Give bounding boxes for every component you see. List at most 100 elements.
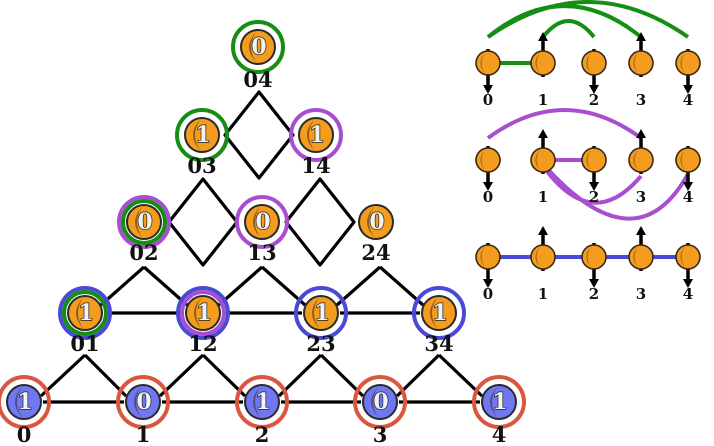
- node-value: 1: [432, 300, 447, 326]
- triangle-edge-line: [217, 265, 264, 307]
- spin-sphere: [581, 147, 607, 173]
- bottom-node: 03: [353, 375, 407, 446]
- spin-arrow-head: [683, 279, 693, 288]
- pyramid-node: 101: [58, 286, 112, 356]
- triangle-edge-line: [158, 353, 205, 398]
- bottom-node: 10: [0, 375, 51, 446]
- spin-arc-line: [541, 19, 596, 39]
- node-sphere: [125, 384, 161, 420]
- spin-sphere: [675, 50, 701, 76]
- diamond-shape: [223, 90, 295, 180]
- spin-label: 2: [589, 91, 599, 109]
- node-value: 0: [137, 209, 152, 235]
- pyramid-node: 123: [294, 286, 348, 356]
- sphere-shading: [134, 387, 141, 417]
- node-value: 0: [369, 209, 384, 235]
- pyramid-node: 134: [412, 286, 466, 356]
- sphere-shading: [586, 150, 591, 170]
- spin-label: 4: [683, 285, 693, 303]
- node-sphere: [244, 384, 280, 420]
- pyramid-node: 112: [176, 286, 230, 356]
- triangle-edge-line: [260, 265, 307, 307]
- triangle-edge-line: [437, 353, 484, 398]
- ring-marker: [353, 375, 407, 429]
- ring-marker: [0, 375, 51, 429]
- pyramid-node: 004: [231, 20, 285, 92]
- node-sphere: [481, 384, 517, 420]
- spin-sphere: [581, 50, 607, 76]
- sphere-shading: [135, 207, 142, 237]
- spin-label: 1: [538, 188, 548, 206]
- ring-marker: [294, 286, 348, 340]
- sphere-shading: [490, 387, 497, 417]
- ring-marker: [58, 286, 112, 340]
- node-label: 1: [136, 422, 151, 446]
- spin-label: 3: [636, 91, 646, 109]
- spin-label: 3: [636, 188, 646, 206]
- node-label: 12: [188, 331, 217, 356]
- node-sphere: [240, 29, 276, 65]
- node-label: 24: [361, 240, 390, 265]
- spin-sphere: [475, 147, 501, 173]
- node-label: 01: [70, 331, 99, 356]
- ring-marker: [289, 108, 343, 162]
- spin-arrow-head: [483, 182, 493, 191]
- node-sphere: [362, 384, 398, 420]
- ring-marker: [176, 286, 230, 340]
- node-sphere: [421, 295, 457, 331]
- sphere-shading: [253, 207, 260, 237]
- sphere-shading: [249, 32, 256, 62]
- node-value: 1: [78, 300, 93, 326]
- sphere-shading: [480, 247, 485, 267]
- spin-arrow-head: [589, 182, 599, 191]
- spin-sphere: [475, 244, 501, 270]
- spin-sphere: [675, 244, 701, 270]
- node-sphere: [126, 204, 162, 240]
- spin-arrow-head: [538, 32, 548, 41]
- node-value: 0: [255, 209, 270, 235]
- bottom-node: 14: [472, 375, 526, 446]
- spin-sphere: [628, 147, 654, 173]
- ring-marker: [231, 20, 285, 74]
- spin-label: 2: [589, 188, 599, 206]
- spin-sphere: [628, 244, 654, 270]
- ring-marker: [117, 195, 171, 249]
- triangle-edge-line: [319, 353, 365, 398]
- node-sphere: [67, 295, 103, 331]
- node-label: 23: [306, 331, 335, 356]
- sphere-shading: [371, 387, 378, 417]
- node-sphere: [303, 295, 339, 331]
- spin-arrow-head: [636, 226, 646, 235]
- sphere-shading: [480, 150, 485, 170]
- triangle-edge-line: [39, 353, 87, 398]
- node-value: 0: [136, 389, 151, 415]
- node-value: 1: [492, 389, 507, 415]
- node-label: 03: [187, 153, 216, 178]
- spin-label: 3: [636, 285, 646, 303]
- spin-arc-line: [541, 162, 690, 221]
- bottom-node: 01: [116, 375, 170, 446]
- spin-arrow-head: [636, 32, 646, 41]
- node-sphere: [244, 204, 280, 240]
- sphere-shading: [194, 298, 201, 328]
- node-label: 34: [424, 331, 453, 356]
- spin-arrow-head: [636, 129, 646, 138]
- spin-arrow-head: [683, 182, 693, 191]
- node-label: 02: [129, 240, 158, 265]
- sphere-shading: [307, 120, 314, 150]
- node-value: 1: [196, 300, 211, 326]
- spin-sphere: [581, 244, 607, 270]
- pyramid-node: 002: [117, 195, 171, 265]
- sphere-shading: [633, 150, 638, 170]
- node-label: 0: [17, 422, 32, 446]
- spin-arrow-head: [483, 279, 493, 288]
- ring-marker: [180, 290, 226, 336]
- diamond-shape: [284, 177, 356, 267]
- spin-label: 4: [683, 188, 693, 206]
- sphere-shading: [633, 53, 638, 73]
- spin-arrow-head: [683, 85, 693, 94]
- diamond-shape: [167, 177, 239, 267]
- triangle-edge-line: [99, 265, 146, 307]
